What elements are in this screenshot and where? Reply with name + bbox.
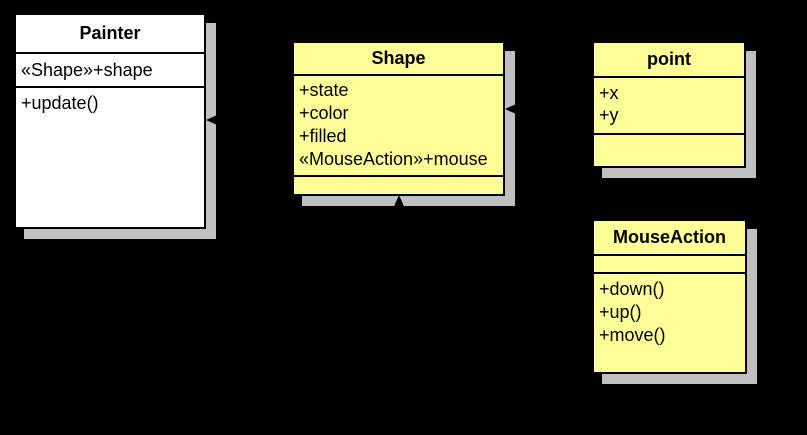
attribute-line: +color — [299, 103, 349, 123]
class-point[interactable]: point +x +y — [592, 41, 746, 168]
class-painter-methods: +update() — [16, 88, 204, 227]
attribute-line: +x — [599, 83, 619, 103]
class-shape-title: Shape — [294, 43, 503, 76]
association-mouseaction-to-shape[interactable] — [391, 195, 592, 301]
arrowhead-left-icon[interactable] — [505, 101, 523, 117]
class-mouseaction-attributes — [594, 256, 745, 274]
class-painter[interactable]: Painter «Shape»+shape +update() — [14, 13, 206, 229]
connector-line[interactable] — [398, 210, 592, 301]
method-line: +down() — [599, 279, 665, 299]
class-mouseaction-title: MouseAction — [594, 221, 745, 256]
class-shape[interactable]: Shape +state +color +filled «MouseAction… — [292, 41, 505, 196]
attribute-line: +filled — [299, 126, 347, 146]
association-shape-to-painter[interactable] — [206, 112, 292, 128]
class-mouseaction-methods: +down() +up() +move() — [594, 274, 745, 372]
attribute-line: +y — [599, 105, 619, 125]
attribute-line: «Shape»+shape — [21, 59, 153, 80]
class-mouseaction[interactable]: MouseAction +down() +up() +move() — [592, 219, 747, 374]
class-point-title: point — [594, 43, 744, 78]
method-line: +update() — [21, 93, 99, 113]
association-point-to-shape[interactable] — [505, 101, 592, 117]
class-painter-attributes: «Shape»+shape — [16, 54, 204, 88]
class-shape-methods — [294, 177, 503, 194]
attribute-line: +state — [299, 80, 349, 100]
method-line: +up() — [599, 302, 642, 322]
class-point-attributes: +x +y — [594, 78, 744, 135]
class-shape-attributes: +state +color +filled «MouseAction»+mous… — [294, 76, 503, 177]
attribute-line: «MouseAction»+mouse — [299, 149, 488, 169]
arrowhead-up-icon[interactable] — [391, 195, 407, 213]
arrowhead-left-icon[interactable] — [206, 112, 224, 128]
class-point-methods — [594, 135, 744, 166]
class-painter-title: Painter — [16, 15, 204, 54]
method-line: +move() — [599, 325, 666, 345]
